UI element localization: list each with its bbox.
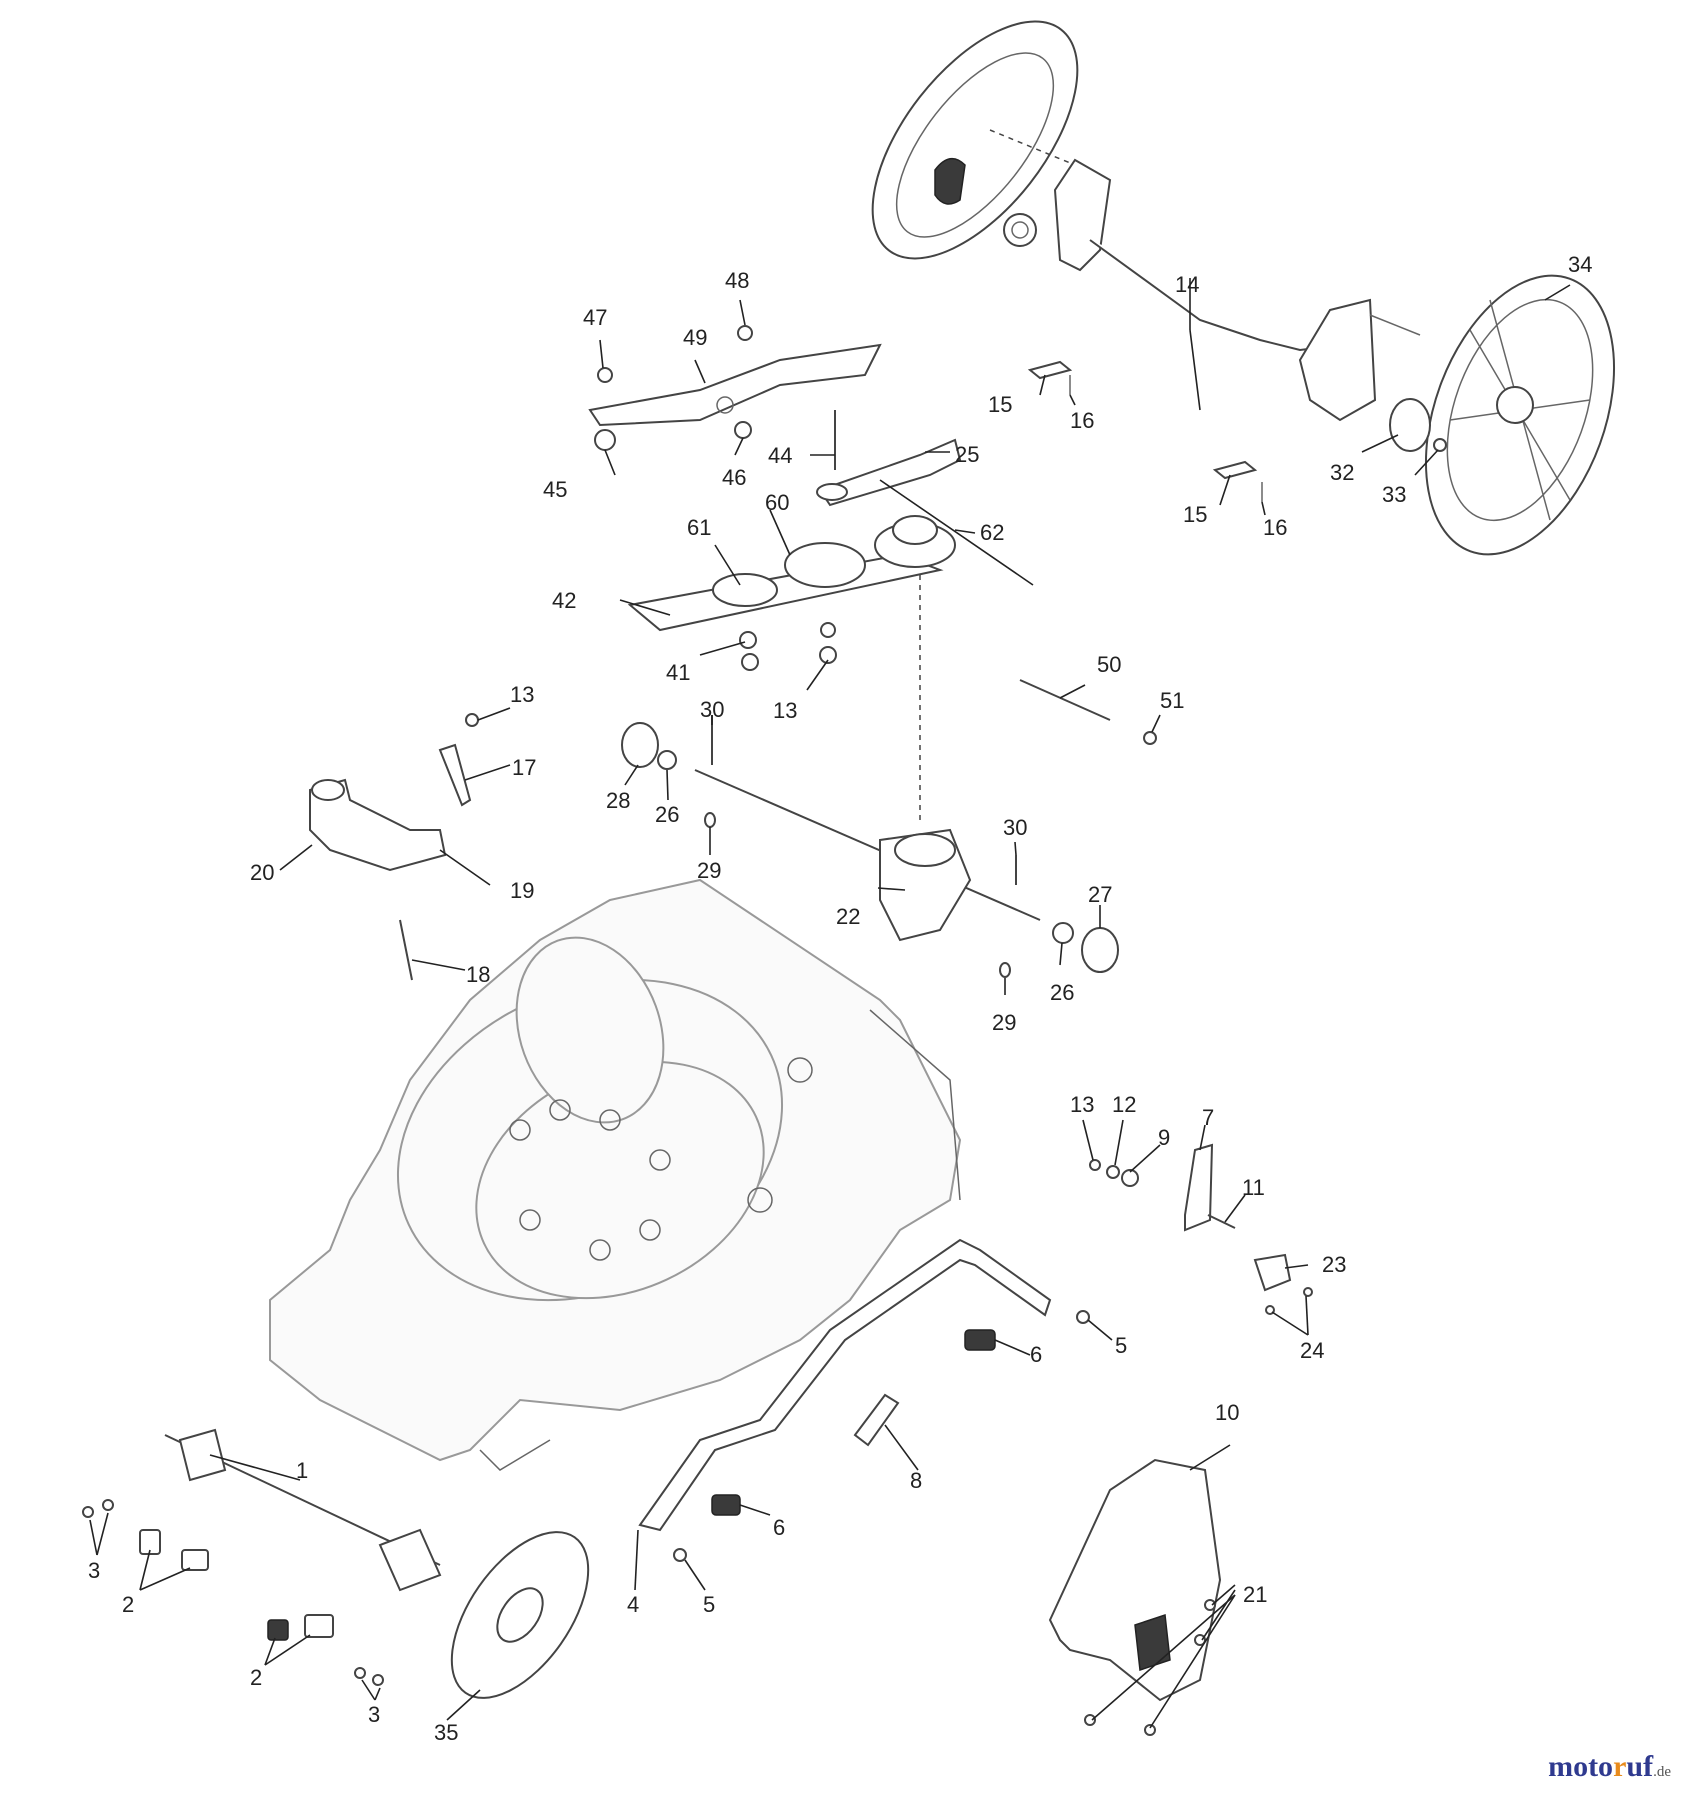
height-lever: [309, 713, 479, 981]
label-30: 30: [700, 697, 724, 722]
label-15: 15: [988, 392, 1012, 417]
label-51: 51: [1160, 688, 1184, 713]
label-21: 21: [1243, 1582, 1267, 1607]
blade-49: [588, 325, 882, 451]
label-5: 5: [1115, 1333, 1127, 1358]
label-35: 35: [434, 1720, 458, 1745]
label-16: 16: [1263, 515, 1287, 540]
label-14: 14: [1175, 272, 1199, 297]
label-5: 5: [703, 1592, 715, 1617]
label-44: 44: [768, 443, 792, 468]
rear-wheel-upper: [871, 20, 1079, 260]
label-16: 16: [1070, 408, 1094, 433]
brackets-right: [1089, 1143, 1313, 1315]
label-42: 42: [552, 588, 576, 613]
label-13: 13: [510, 682, 534, 707]
label-33: 33: [1382, 482, 1406, 507]
label-29: 29: [697, 858, 721, 883]
watermark-accent: r: [1613, 1750, 1627, 1783]
label-46: 46: [722, 465, 746, 490]
label-49: 49: [683, 325, 707, 350]
label-60: 60: [765, 490, 789, 515]
watermark-tld: .de: [1653, 1764, 1671, 1780]
label-50: 50: [1097, 652, 1121, 677]
label-61: 61: [687, 515, 711, 540]
label-19: 19: [510, 878, 534, 903]
label-10: 10: [1215, 1400, 1239, 1425]
label-3: 3: [368, 1702, 380, 1727]
label-13: 13: [773, 698, 797, 723]
label-1: 1: [296, 1458, 308, 1483]
label-26: 26: [655, 802, 679, 827]
label-27: 27: [1088, 882, 1112, 907]
label-13: 13: [1070, 1092, 1094, 1117]
label-48: 48: [725, 268, 749, 293]
shaft-50: [1019, 679, 1157, 745]
label-47: 47: [583, 305, 607, 330]
label-25: 25: [955, 442, 979, 467]
label-9: 9: [1158, 1125, 1170, 1150]
label-17: 17: [512, 755, 536, 780]
label-41: 41: [666, 660, 690, 685]
leader-lines: [89, 278, 1571, 1729]
watermark-rest: uf: [1626, 1750, 1654, 1783]
mower-deck: [269, 878, 962, 1471]
label-11: 11: [1242, 1175, 1265, 1200]
label-34: 34: [1568, 252, 1592, 277]
part-number-labels: 1 2 2 3 3 4 5 5 6 6 7 8 9 10 11 12 13 13…: [88, 252, 1592, 1745]
label-12: 12: [1112, 1092, 1136, 1117]
label-22: 22: [836, 904, 860, 929]
label-26: 26: [1050, 980, 1074, 1005]
label-29: 29: [992, 1010, 1016, 1035]
label-7: 7: [1202, 1105, 1214, 1130]
motoruf-watermark: motoruf.de: [1548, 1750, 1671, 1784]
clips-15-16: [1027, 360, 1263, 502]
label-28: 28: [606, 788, 630, 813]
label-3: 3: [88, 1558, 100, 1583]
label-62: 62: [980, 520, 1004, 545]
label-20: 20: [250, 860, 274, 885]
rear-axle: [1053, 158, 1421, 422]
label-45: 45: [543, 477, 567, 502]
rear-cover-10: [1048, 1458, 1222, 1736]
label-24: 24: [1300, 1338, 1324, 1363]
label-18: 18: [466, 962, 490, 987]
rear-wheel-right: [1389, 274, 1616, 556]
pulley-assembly: [627, 515, 956, 820]
handle-lever: [638, 1238, 1090, 1562]
label-32: 32: [1330, 460, 1354, 485]
gearbox-22: [621, 715, 1119, 978]
front-axle: [164, 1428, 590, 1699]
label-4: 4: [627, 1592, 639, 1617]
label-6: 6: [773, 1515, 785, 1540]
label-30: 30: [1003, 815, 1027, 840]
bolt-44-bracket-25: [816, 410, 962, 507]
label-8: 8: [910, 1468, 922, 1493]
label-15: 15: [1183, 502, 1207, 527]
clips-2-screws-3: [82, 1499, 384, 1686]
label-2: 2: [122, 1592, 134, 1617]
label-6: 6: [1030, 1342, 1042, 1367]
watermark-main: moto: [1548, 1750, 1614, 1783]
label-2: 2: [250, 1665, 262, 1690]
label-23: 23: [1322, 1252, 1346, 1277]
